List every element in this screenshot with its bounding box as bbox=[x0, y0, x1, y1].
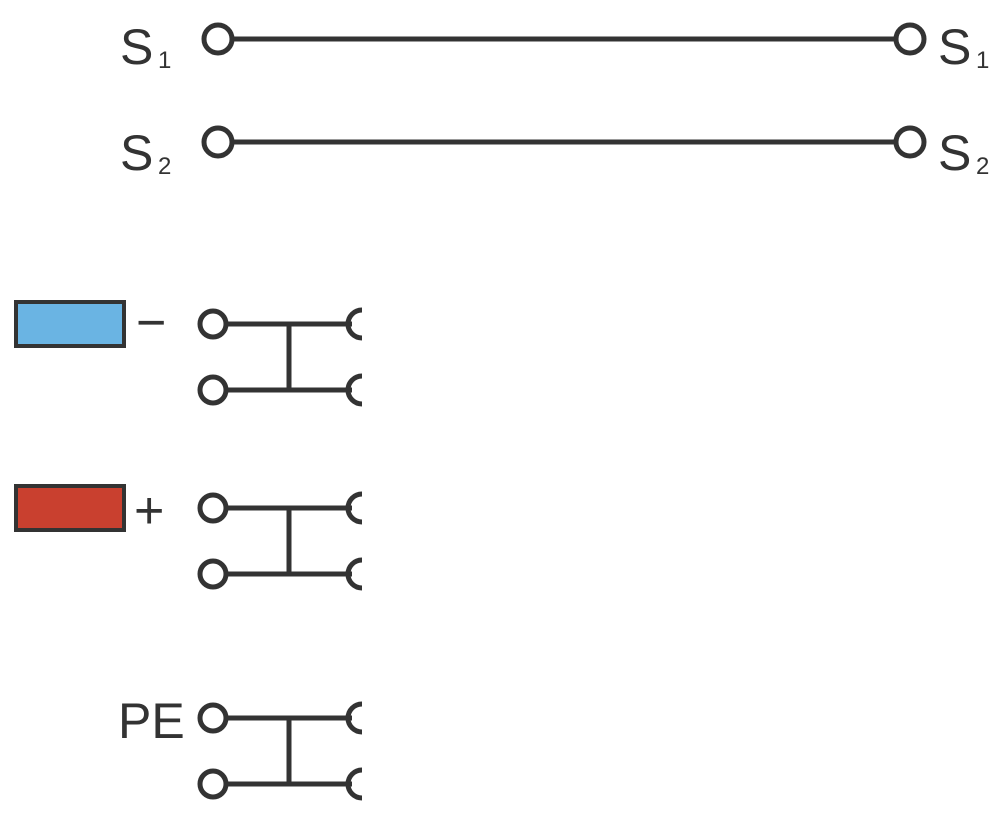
pe-jumper-slot-bottom bbox=[345, 767, 363, 801]
negative-terminal-top bbox=[197, 308, 229, 340]
pe-terminal-bottom bbox=[197, 768, 229, 800]
s2-right-subscript: 2 bbox=[976, 153, 989, 180]
s1-left-terminal bbox=[201, 22, 235, 56]
s2-left-label: S bbox=[120, 125, 153, 181]
sensor-line-s1: S 1 S 1 bbox=[120, 19, 989, 75]
positive-jumper-slot-bottom bbox=[345, 557, 363, 591]
pe-terminal-top bbox=[197, 702, 229, 734]
negative-color-swatch bbox=[14, 300, 126, 348]
pe-jumper-slot-top bbox=[345, 701, 363, 735]
positive-color-swatch bbox=[14, 484, 126, 532]
s2-left-terminal bbox=[201, 125, 235, 159]
positive-jumper-slot-top bbox=[345, 491, 363, 525]
positive-potential-group: + bbox=[14, 482, 363, 591]
sensor-line-s2: S 2 S 2 bbox=[120, 125, 989, 181]
s1-right-subscript: 1 bbox=[976, 47, 989, 74]
s1-left-label: S bbox=[120, 19, 153, 75]
s2-right-label: S bbox=[938, 125, 971, 181]
negative-terminal-bottom bbox=[197, 374, 229, 406]
s1-right-terminal bbox=[893, 22, 927, 56]
pe-potential-group: PE bbox=[118, 693, 363, 801]
pe-label: PE bbox=[118, 693, 185, 749]
negative-jumper-slot-bottom bbox=[345, 373, 363, 407]
negative-potential-group: − bbox=[14, 294, 363, 407]
negative-jumper-slot-top bbox=[345, 307, 363, 341]
s2-left-subscript: 2 bbox=[158, 153, 171, 180]
positive-terminal-bottom bbox=[197, 558, 229, 590]
s1-right-label: S bbox=[938, 19, 971, 75]
s1-left-subscript: 1 bbox=[158, 47, 171, 74]
negative-symbol: − bbox=[136, 294, 166, 352]
s2-right-terminal bbox=[893, 125, 927, 159]
positive-symbol: + bbox=[134, 482, 164, 540]
positive-terminal-top bbox=[197, 492, 229, 524]
